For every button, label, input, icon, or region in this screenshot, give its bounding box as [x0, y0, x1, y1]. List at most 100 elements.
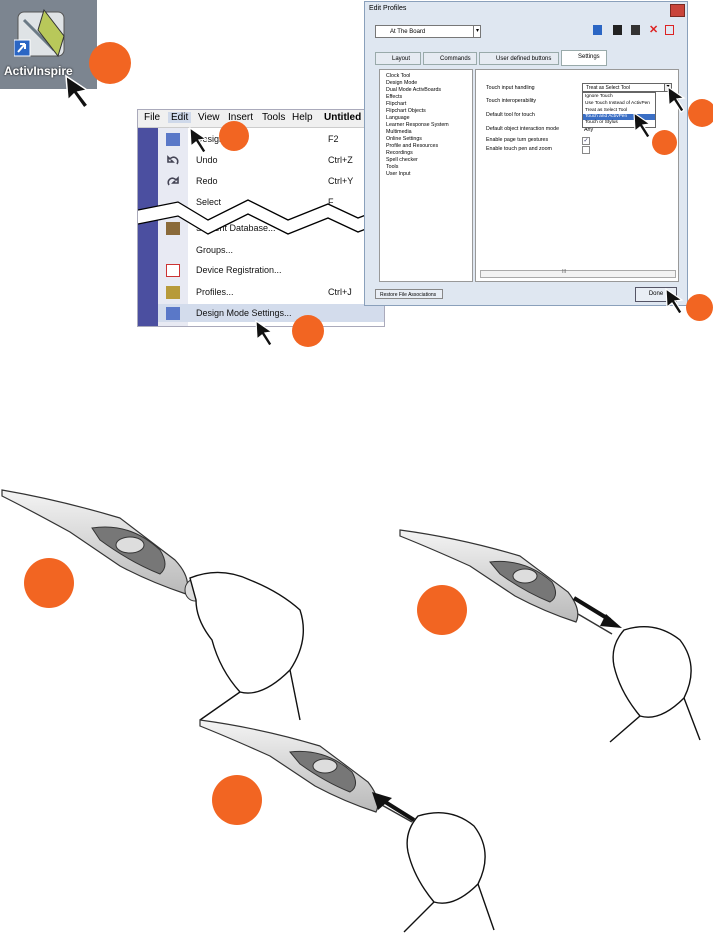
setting-label-touch-input-handling: Touch input handling — [486, 85, 535, 91]
menu-help[interactable]: Help — [292, 112, 313, 123]
menu-item-design-mode-settings[interactable]: Design Mode Settings... — [196, 308, 292, 318]
tab-settings[interactable]: Settings — [561, 50, 607, 66]
callout-circle-4 — [688, 99, 713, 127]
menu-item-undo[interactable]: Undo — [196, 155, 218, 165]
callout-circle-1 — [89, 42, 131, 84]
design-mode-settings-icon — [166, 307, 180, 320]
document-title: Untitled — [324, 112, 362, 123]
shortcut-undo: Ctrl+Z — [328, 155, 353, 165]
tree-item[interactable]: Flipchart Objects — [386, 108, 426, 114]
shortcut-redo: Ctrl+Y — [328, 176, 354, 186]
menu-item-profiles[interactable]: Profiles... — [196, 287, 234, 297]
tree-item[interactable]: Recordings — [386, 150, 413, 156]
cursor-arrow-icon — [665, 287, 684, 315]
touch-pen-zoom-checkbox[interactable] — [582, 146, 590, 154]
menu-item-groups[interactable]: Groups... — [196, 245, 234, 255]
menu-item-device-registration[interactable]: Device Registration... — [196, 265, 282, 275]
touch-options-dropdown: Ignore Touch Use Touch Instead of ActivP… — [582, 92, 656, 128]
tree-item[interactable]: Dual Mode ActivBoards — [386, 87, 442, 93]
tree-item[interactable]: Clock Tool — [386, 73, 411, 79]
menu-bar: File Edit View Insert Tools Help Untitle… — [138, 110, 384, 128]
settings-panel: Touch input handling Touch interoperabil… — [475, 69, 679, 282]
tree-item[interactable]: Online Settings — [386, 136, 422, 142]
activpen-nib-insert-illustration — [199, 719, 495, 933]
dropdown-option[interactable]: Touch or Stylus — [585, 120, 618, 125]
save-as-icon[interactable] — [631, 25, 640, 35]
callout-circle-8 — [417, 585, 467, 635]
callout-circle-7 — [24, 558, 74, 608]
desktop-icon-label: ActivInspire — [4, 64, 73, 78]
callout-circle-6 — [686, 294, 713, 321]
tree-item[interactable]: Design Mode — [386, 80, 418, 86]
activpen-cap-twist-illustration — [1, 489, 305, 721]
cursor-arrow-icon — [255, 319, 274, 347]
setting-value-interaction-mode[interactable]: Any — [584, 127, 594, 133]
setting-label-enable-touch-pen-and-zoom: Enable touch pen and zoom — [486, 146, 552, 152]
chevron-down-icon[interactable]: ▾ — [473, 26, 481, 37]
save-icon[interactable] — [613, 25, 622, 35]
page-turn-gestures-checkbox[interactable]: ✓ — [582, 137, 590, 145]
cursor-arrow-icon — [667, 85, 686, 113]
menu-file[interactable]: File — [144, 112, 161, 123]
menu-edit[interactable]: Edit — [168, 112, 192, 123]
tree-item[interactable]: Flipchart — [386, 101, 407, 107]
dialog-close-button[interactable] — [670, 4, 685, 17]
device-registration-icon — [166, 264, 180, 277]
callout-circle-5 — [652, 130, 677, 155]
scrollbar-grip: III — [562, 269, 567, 275]
menu-item-student-database[interactable]: Student Database... — [196, 223, 276, 233]
new-profile-icon[interactable] — [593, 25, 602, 35]
callout-circle-3 — [292, 315, 324, 347]
shortcut-design: F2 — [328, 134, 339, 144]
touch-input-handling-select[interactable]: Treat as Select Tool — [582, 83, 672, 92]
tree-item[interactable]: User Input — [386, 171, 411, 177]
redo-icon — [167, 176, 179, 186]
edit-menu-window: File Edit View Insert Tools Help Untitle… — [137, 109, 385, 327]
horizontal-scrollbar[interactable] — [480, 270, 676, 278]
undo-icon — [167, 155, 179, 165]
reset-icon[interactable] — [665, 25, 674, 35]
activinspire-app-icon — [14, 8, 65, 58]
profiles-icon — [166, 286, 180, 299]
dropdown-option-selected[interactable]: Touch and ActivPen — [585, 114, 628, 119]
cursor-arrow-icon — [189, 126, 208, 154]
menu-tools[interactable]: Tools — [262, 112, 286, 123]
menu-item-redo[interactable]: Redo — [196, 176, 218, 186]
menu-item-select[interactable]: Select — [196, 197, 222, 207]
tree-item[interactable]: Effects — [386, 94, 403, 100]
menu-break-graphic — [138, 199, 384, 235]
student-database-icon — [166, 222, 180, 235]
dropdown-option[interactable]: Use Touch Instead of ActivPen — [585, 101, 650, 106]
tree-item[interactable]: Language — [386, 115, 410, 121]
cursor-arrow-icon — [633, 111, 652, 139]
profile-select[interactable]: At The Board — [375, 25, 481, 38]
setting-label-default-object-interaction-mode: Default object interaction mode — [486, 126, 560, 132]
setting-label-touch-interoperability: Touch interoperability — [486, 98, 537, 104]
dropdown-option[interactable]: Ignore Touch — [585, 94, 613, 99]
dropdown-option[interactable]: Treat as Select Tool — [585, 108, 628, 113]
design-icon — [166, 133, 180, 146]
dropdown-selection-highlight — [583, 114, 655, 120]
activinspire-desktop-icon[interactable]: ActivInspire — [0, 0, 97, 89]
tab-user-defined-buttons[interactable]: User defined buttons — [479, 52, 559, 65]
menu-item-highlight — [158, 304, 384, 322]
menu-view[interactable]: View — [198, 112, 220, 123]
settings-category-tree: Clock Tool Design Mode Dual Mode ActivBo… — [379, 69, 473, 282]
menu-side-strip — [138, 128, 158, 326]
tree-item[interactable]: Spell checker — [386, 157, 418, 163]
tab-layout[interactable]: Layout — [375, 52, 421, 65]
delete-icon[interactable]: ✕ — [649, 24, 659, 36]
shortcut-select: F — [328, 197, 334, 207]
setting-label-default-tool-for-touch: Default tool for touch — [486, 112, 535, 118]
menu-item-design[interactable]: Design — [196, 134, 225, 144]
tree-item[interactable]: Tools — [386, 164, 399, 170]
restore-file-associations-button[interactable]: Restore File Associations — [375, 289, 443, 299]
cursor-arrow-icon — [65, 74, 90, 110]
menu-insert[interactable]: Insert — [228, 112, 254, 123]
tree-item[interactable]: Profile and Resources — [386, 143, 439, 149]
tree-item[interactable]: Multimedia — [386, 129, 412, 135]
tree-item[interactable]: Learner Response System — [386, 122, 449, 128]
edit-profiles-dialog: Edit Profiles At The Board ▾ ✕ Layout Co… — [364, 1, 688, 306]
tab-commands[interactable]: Commands — [423, 52, 477, 65]
callout-circle-2 — [219, 121, 249, 151]
